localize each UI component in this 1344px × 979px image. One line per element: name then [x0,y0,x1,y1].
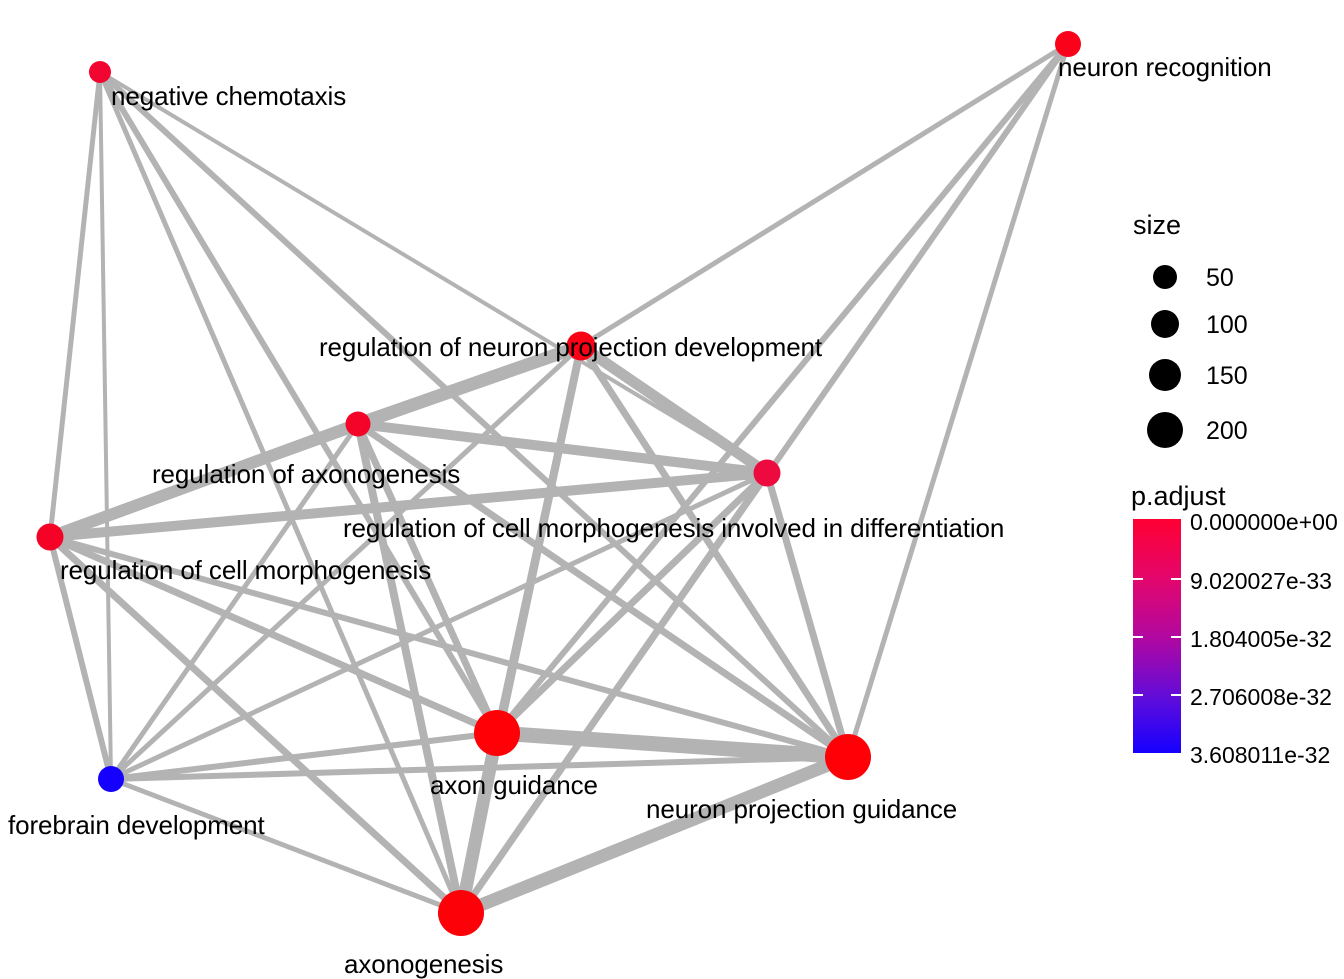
legend-color-title: p.adjust [1131,481,1226,511]
legend-color-label-4: 3.608011e-32 [1190,742,1331,768]
network-edge [47,534,464,916]
legend-color-label-0: 0.000000e+00 [1190,509,1338,535]
legend-size-dot-150 [1149,359,1181,391]
network-edge [110,730,498,782]
network-edge [763,472,852,758]
network-edge [354,422,501,735]
network-edge [97,69,851,760]
network-edge [845,43,1071,758]
colorbar-tick-right-2 [1171,636,1181,638]
network-edge [454,731,504,915]
network-edge [98,71,113,780]
network-node-reg_axonogenesis[interactable] [345,411,371,437]
network-edge [110,776,462,916]
node-label-neuron_projection_guidance: neuron projection guidance [646,794,958,824]
legend-size-dot-50 [1153,265,1177,289]
node-label-negative_chemotaxis: negative chemotaxis [111,81,347,111]
colorbar-tick-right-1 [1171,578,1181,580]
network-node-neuron_projection_guidance[interactable] [825,734,871,780]
network-edge [109,470,769,782]
node-label-reg_cell_morphogenesis: regulation of cell morphogenesis [60,555,432,585]
legend-size-label-200: 200 [1206,417,1248,445]
node-label-reg_axonogenesis: regulation of axonogenesis [152,459,461,489]
network-edge [357,419,768,478]
network-edge [48,533,499,737]
network-node-forebrain_development[interactable] [98,766,124,792]
node-label-reg_cell_morph_in_diff: regulation of cell morphogenesis involve… [343,513,1005,543]
network-edge [47,71,103,538]
node-label-neuron_recognition: neuron recognition [1058,52,1272,82]
network-edge [579,41,1070,349]
legend-size-dot-100 [1151,310,1179,338]
colorbar-tick-left-3 [1133,694,1143,696]
network-node-reg_cell_morph_in_diff[interactable] [753,459,781,487]
network-edge [110,754,849,782]
network-edge [97,70,500,735]
colorbar-tick-left-1 [1133,578,1143,580]
node-label-forebrain_development: forebrain development [8,810,265,840]
colorbar-tick-left-2 [1133,636,1143,638]
network-node-neuron_recognition[interactable] [1055,31,1081,57]
node-label-axon_guidance: axon guidance [430,770,598,800]
legend-color-label-2: 1.804005e-32 [1190,626,1332,652]
network-edge [458,750,851,920]
network-edge [577,341,771,478]
network-node-axon_guidance[interactable] [474,710,520,756]
node-label-reg_neuron_projection_dev: regulation of neuron projection developm… [319,332,823,362]
node-label-axonogenesis: axonogenesis [344,949,504,979]
network-edge [47,536,114,780]
network-edge [356,421,850,760]
network-edge [98,70,769,475]
network-edge [494,470,770,736]
network-node-reg_neuron_projection_dev[interactable] [566,331,596,361]
legend-color-label-3: 2.706008e-32 [1190,684,1332,710]
network-edge [49,468,768,542]
legend-size-title: size [1133,210,1182,240]
network-node-axonogenesis[interactable] [438,890,484,936]
network-edge [109,344,583,781]
network-node-reg_cell_morphogenesis[interactable] [36,523,64,551]
legend-size-label-150: 150 [1206,362,1248,390]
network-edge [494,42,1071,735]
node-layer [36,31,1081,936]
edge-layer [47,41,1071,920]
colorbar-tick-right-3 [1171,694,1181,696]
legend-size-label-100: 100 [1206,311,1248,339]
network-edge [49,534,849,760]
network-node-negative_chemotaxis[interactable] [89,61,111,83]
network-edge [496,725,849,765]
network-edge [47,418,361,543]
legend-size-dot-200 [1147,412,1183,448]
legend-size-label-50: 50 [1206,264,1234,292]
legend-color-label-1: 9.020027e-33 [1190,568,1332,594]
network-edge [108,422,361,781]
